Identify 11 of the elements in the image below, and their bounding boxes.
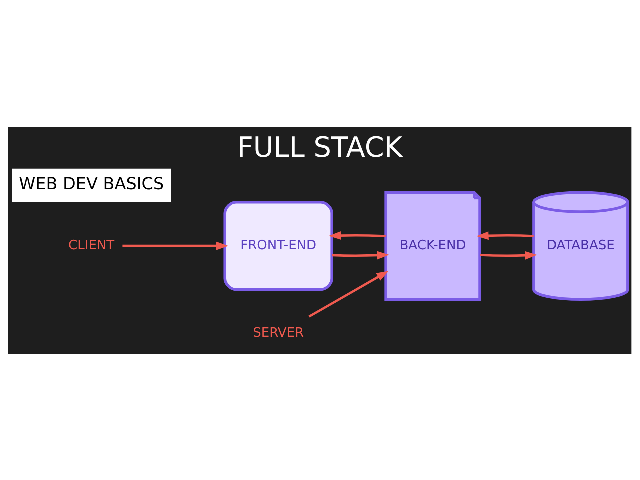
arrow: [480, 250, 538, 260]
arrow: [476, 231, 534, 240]
arrow: [122, 241, 229, 250]
node-text: CLIENT: [68, 238, 115, 254]
arrow: [332, 250, 390, 260]
node-text: SERVER: [253, 325, 304, 340]
arrow: [328, 231, 386, 240]
arrow: [308, 270, 389, 318]
node-box: FRONT-END: [224, 200, 334, 291]
diagram-title: FULL STACK: [237, 130, 403, 164]
label: WEB DEV BASICS: [19, 173, 164, 194]
